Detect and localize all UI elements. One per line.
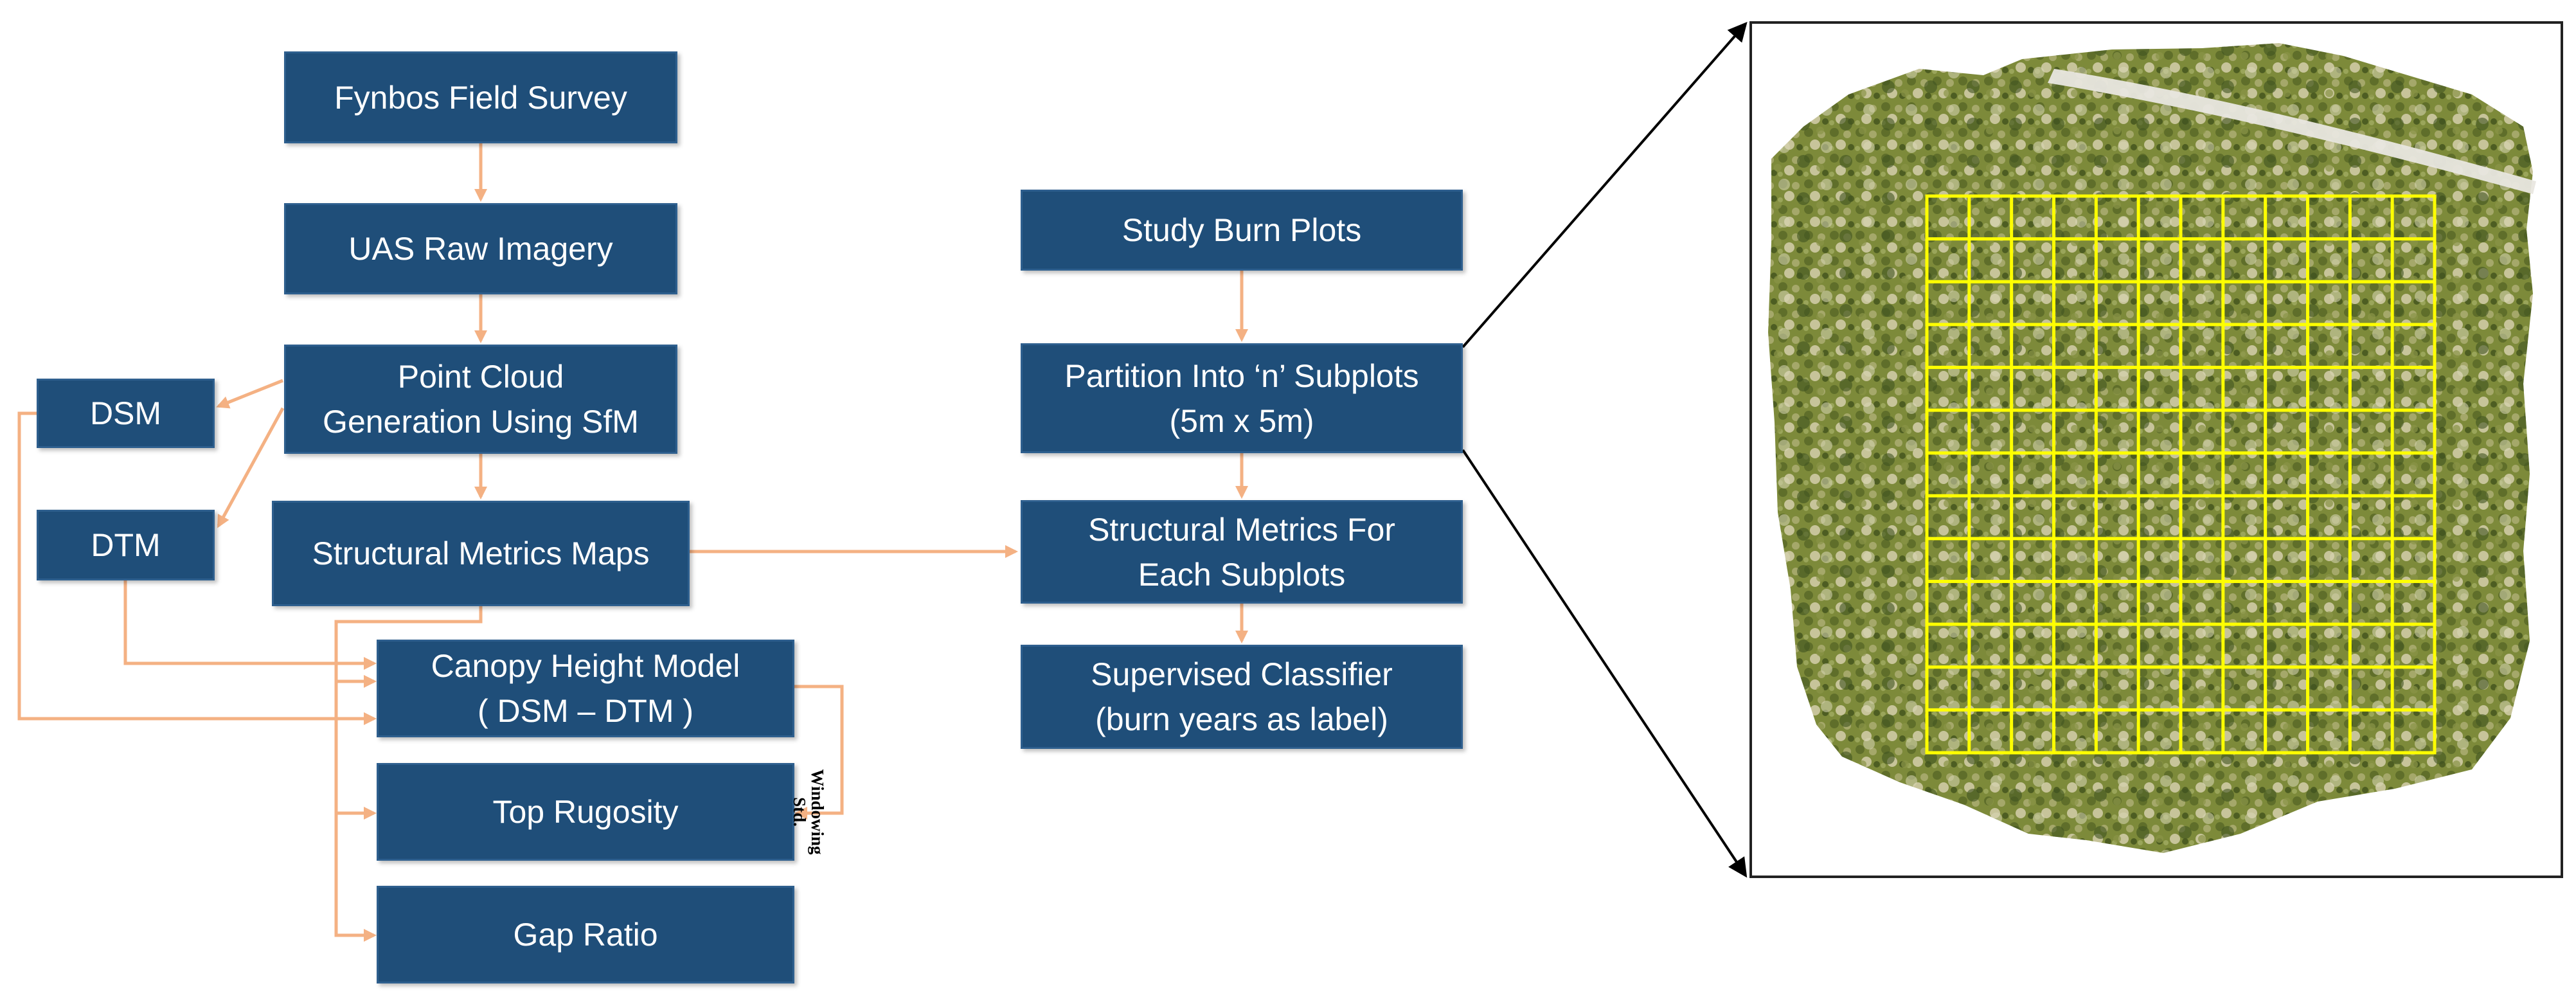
vegetation-area [1768,43,2536,853]
node-top-rugosity: Top Rugosity [377,763,794,861]
zoom-lines [1462,21,1748,878]
connector-lines [17,143,1248,942]
node-label: Supervised Classifier (burn years as lab… [1091,656,1393,737]
node-study-burn-plots: Study Burn Plots [1021,190,1463,271]
arrow-chm-to-rugosity [794,685,844,820]
node-label: Fynbos Field Survey [334,79,627,116]
node-label: UAS Raw Imagery [348,231,613,267]
node-label: Partition Into ‘n’ Subplots (5m x 5m) [1064,357,1419,439]
node-label: Point Cloud Generation Using SfM [323,359,639,440]
node-label: Study Burn Plots [1122,212,1362,248]
node-label: Structural Metrics For Each Subplots [1088,511,1395,593]
node-gap-ratio: Gap Ratio [377,886,794,984]
node-label: Gap Ratio [513,917,658,953]
node-label: DSM [89,395,162,431]
road-strip [2048,69,2536,194]
node-dtm: DTM [37,510,215,580]
arrow-pointcloud-to-dtm [217,407,285,528]
vegetation-texture [1768,43,2533,853]
node-subplot-metrics: Structural Metrics For Each Subplots [1021,500,1463,604]
node-dsm: DSM [37,379,215,448]
node-fynbos-field-survey: Fynbos Field Survey [284,51,677,143]
zoom-line-bottom [1462,449,1748,878]
node-label: Top Rugosity [492,794,679,830]
arrow-dtm-to-chm [123,580,377,670]
node-canopy-height-model: Canopy Height Model ( DSM – DTM ) [377,640,794,737]
arrow-pointcloud-to-dsm [216,379,283,409]
node-label: DTM [91,527,161,563]
node-point-cloud: Point Cloud Generation Using SfM [284,345,677,454]
aerial-orthomosaic-panel [1749,21,2563,878]
node-label: Structural Metrics Maps [312,535,650,571]
aerial-orthomosaic-image [1768,43,2536,853]
subplot-grid [1925,194,2437,755]
node-supervised-classifier: Supervised Classifier (burn years as lab… [1021,645,1463,749]
node-uas-raw-imagery: UAS Raw Imagery [284,203,677,294]
zoom-line-top [1462,21,1748,348]
node-structural-metrics-maps: Structural Metrics Maps [272,501,690,606]
arrow-maps-to-metrics-column [334,606,483,942]
windowing-std-text: Windowing Std. [789,769,827,855]
arrow-dsm-to-chm [17,411,377,725]
node-label: Canopy Height Model ( DSM – DTM ) [431,648,740,729]
node-partition-subplots: Partition Into ‘n’ Subplots (5m x 5m) [1021,343,1463,453]
